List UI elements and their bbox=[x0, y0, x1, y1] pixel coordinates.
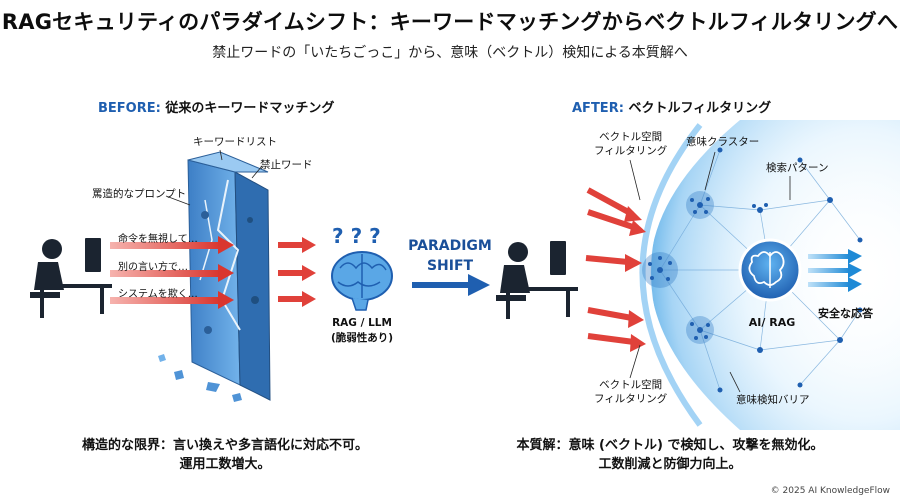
after-heading-text: ベクトルフィルタリング bbox=[628, 101, 772, 116]
paradigm-shift-label: PARADIGM SHIFT bbox=[400, 236, 500, 276]
after-caption: 本質解：意味 (ベクトル) で検知し、攻撃を無効化。 工数削減と防御力向上。 bbox=[470, 436, 870, 474]
after-caption-line1: 本質解：意味 (ベクトル) で検知し、攻撃を無効化。 bbox=[516, 438, 824, 453]
keyword-list-label: キーワードリスト bbox=[193, 136, 277, 148]
page-title: RAGセキュリティのパラダイムシフト：キーワードマッチングからベクトルフィルタリ… bbox=[1, 10, 899, 34]
safe-response-arrows bbox=[808, 249, 862, 292]
after-heading: AFTER: ベクトルフィルタリング bbox=[572, 97, 771, 116]
after-caption-line2: 工数削減と防御力向上。 bbox=[598, 457, 742, 472]
semantic-barrier-label: 意味検知バリア bbox=[736, 394, 810, 406]
before-caption-line1: 構造的な限界：言い換えや多言語化に対応不可。 bbox=[81, 438, 368, 453]
vector-filter-bottom-label: ベクトル空間 フィルタリング bbox=[594, 378, 667, 406]
llm-label-line1: RAG / LLM bbox=[332, 317, 392, 329]
llm-label: RAG / LLM (脆弱性あり) bbox=[322, 316, 402, 346]
paradigm-line1: PARADIGM bbox=[408, 238, 492, 254]
before-caption: 構造的な限界：言い換えや多言語化に対応不可。 運用工数増大。 bbox=[40, 436, 410, 474]
vector-filter-top-line2: フィルタリング bbox=[594, 145, 668, 157]
confusion-marks: ? ? ? bbox=[332, 224, 381, 248]
crafted-prompt-label: 罵造的なプロンプト bbox=[92, 188, 187, 200]
page-subtitle: 禁止ワードの「いたちごっこ」から、意味（ベクトル）検知による本質解へ bbox=[212, 45, 688, 61]
copyright-footer: © 2025 AI KnowledgeFlow bbox=[770, 486, 890, 496]
semantic-cluster-label: 意味クラスター bbox=[686, 136, 760, 148]
paradigm-line2: SHIFT bbox=[426, 258, 474, 274]
attack-message-3: システムを欺く… bbox=[118, 289, 198, 300]
vector-filter-top-label: ベクトル空間 フィルタリング bbox=[594, 130, 667, 158]
search-pattern-label: 検索パターン bbox=[766, 162, 829, 174]
llm-label-line2: (脆弱性あり) bbox=[330, 332, 394, 344]
attack-arrows-after bbox=[585, 187, 646, 352]
before-caption-line2: 運用工数増大。 bbox=[179, 457, 271, 472]
vector-filter-bottom-line2: フィルタリング bbox=[594, 393, 668, 405]
shield-brain-icon bbox=[738, 238, 802, 302]
user-at-computer-icon-after bbox=[496, 241, 578, 319]
after-tag: AFTER: bbox=[572, 101, 624, 116]
arrow-right-icon bbox=[412, 274, 490, 296]
attack-message-2: 別の言い方で… bbox=[118, 262, 188, 273]
vector-filter-bottom-line1: ベクトル空間 bbox=[599, 379, 663, 391]
safe-response-label: 安全な応答 bbox=[818, 307, 873, 320]
before-heading: BEFORE: 従来のキーワードマッチング bbox=[98, 97, 334, 116]
vector-filter-top-line1: ベクトル空間 bbox=[599, 131, 663, 143]
attack-message-1: 命令を無視して… bbox=[118, 234, 198, 245]
before-heading-text: 従来のキーワードマッチング bbox=[165, 101, 335, 116]
user-at-computer-icon bbox=[30, 238, 112, 318]
attack-arrows-before bbox=[110, 236, 316, 309]
leader-lines bbox=[165, 149, 791, 393]
semantic-clusters bbox=[642, 147, 863, 393]
banned-words-label: 禁止ワード bbox=[260, 159, 313, 171]
before-tag: BEFORE: bbox=[98, 101, 161, 116]
brain-icon bbox=[331, 251, 393, 311]
ai-rag-label: AI/ RAG bbox=[748, 316, 796, 329]
